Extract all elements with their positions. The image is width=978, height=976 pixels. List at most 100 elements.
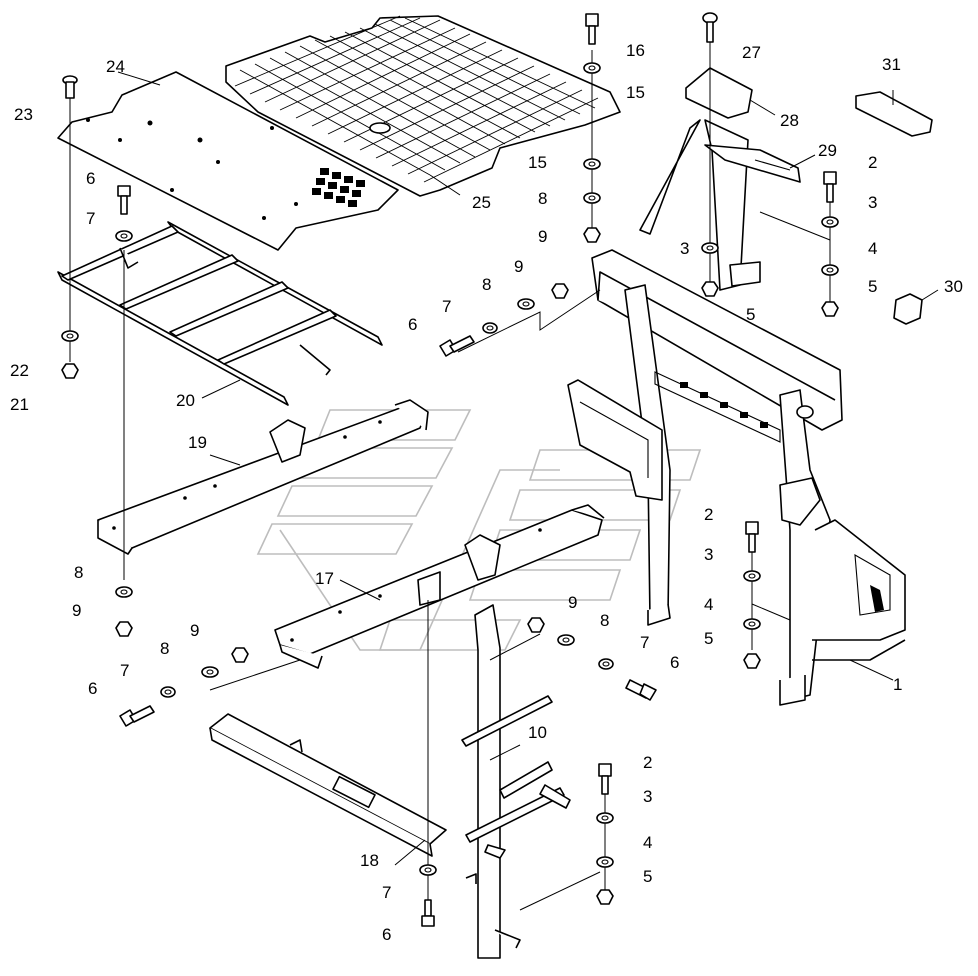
callout-8-mr: 8 bbox=[600, 611, 609, 630]
cross-member-17 bbox=[274, 504, 605, 669]
bolt-6-mr bbox=[625, 679, 657, 701]
washer-22 bbox=[61, 330, 79, 342]
callout-30: 30 bbox=[944, 277, 963, 296]
callout-8-mid: 8 bbox=[482, 275, 491, 294]
callout-8-left: 8 bbox=[74, 563, 83, 582]
nut-9-left bbox=[115, 621, 133, 637]
callout-27: 27 bbox=[742, 43, 761, 62]
ladder-post-10 bbox=[461, 604, 571, 959]
callout-2-top: 2 bbox=[868, 153, 877, 172]
washer-15-top bbox=[583, 62, 601, 74]
callout-5-cab: 5 bbox=[746, 305, 755, 324]
callout-labels: 1 2 2 2 3 3 3 3 4 4 4 5 5 5 5 6 6 6 6 6 … bbox=[10, 41, 963, 944]
callout-5-top: 5 bbox=[868, 277, 877, 296]
washer-7-bot bbox=[419, 864, 437, 876]
callout-17: 17 bbox=[315, 569, 334, 588]
bar-31 bbox=[855, 91, 933, 137]
callout-6-bot: 6 bbox=[382, 925, 391, 944]
cross-member-19 bbox=[97, 399, 429, 555]
washer-7-mid bbox=[482, 322, 498, 334]
washer-3-bot bbox=[596, 812, 614, 824]
bolt-6-low bbox=[119, 705, 155, 727]
callout-25: 25 bbox=[472, 193, 491, 212]
callout-2-mid: 2 bbox=[704, 505, 713, 524]
bolt-16 bbox=[585, 13, 599, 45]
callout-28: 28 bbox=[780, 111, 799, 130]
nut-9-top bbox=[583, 227, 601, 243]
washer-7-mr bbox=[598, 658, 614, 670]
washer-3-mid bbox=[743, 570, 761, 582]
washer-15-mid bbox=[583, 158, 601, 170]
callout-22: 22 bbox=[10, 361, 29, 380]
washer-4-bot bbox=[596, 856, 614, 868]
washer-7-top bbox=[115, 230, 133, 242]
callout-7-mid: 7 bbox=[442, 297, 451, 316]
grating-25 bbox=[225, 15, 621, 197]
callout-9-low: 9 bbox=[190, 621, 199, 640]
callout-4-top: 4 bbox=[868, 239, 877, 258]
block-28 bbox=[685, 67, 753, 119]
side-bracket bbox=[567, 379, 663, 501]
callout-3-bot: 3 bbox=[643, 787, 652, 806]
callout-8-low: 8 bbox=[160, 639, 169, 658]
callout-7-top: 7 bbox=[86, 209, 95, 228]
callout-2-bot: 2 bbox=[643, 753, 652, 772]
washer-4-mid bbox=[743, 618, 761, 630]
bolt-2-bot bbox=[598, 763, 612, 795]
callout-1: 1 bbox=[893, 675, 902, 694]
rear-handle bbox=[812, 519, 906, 661]
callout-20: 20 bbox=[176, 391, 195, 410]
ladder-frame-20 bbox=[57, 221, 383, 406]
callout-7-mr: 7 bbox=[640, 633, 649, 652]
callout-7-low: 7 bbox=[120, 661, 129, 680]
callout-9-top: 9 bbox=[538, 227, 547, 246]
bracket-18 bbox=[209, 713, 447, 857]
washer-8-left bbox=[115, 586, 133, 598]
callout-10: 10 bbox=[528, 723, 547, 742]
callout-18: 18 bbox=[360, 851, 379, 870]
callout-4-mid: 4 bbox=[704, 595, 713, 614]
bolt-6-mid bbox=[439, 335, 475, 357]
bolt-6-bot bbox=[421, 899, 435, 927]
callout-21: 21 bbox=[10, 395, 29, 414]
callout-7-bot: 7 bbox=[382, 883, 391, 902]
callout-9-mr: 9 bbox=[568, 593, 577, 612]
callout-15-top: 15 bbox=[626, 83, 645, 102]
callout-6-low: 6 bbox=[88, 679, 97, 698]
cab-frame-1 bbox=[591, 249, 843, 706]
washer-7-low bbox=[160, 686, 176, 698]
callout-6-top: 6 bbox=[86, 169, 95, 188]
bolt-23 bbox=[62, 75, 78, 99]
nut-5-mid bbox=[743, 653, 761, 669]
washer-4-top bbox=[821, 264, 839, 276]
callout-4-bot: 4 bbox=[643, 833, 652, 852]
callout-3-mid: 3 bbox=[704, 545, 713, 564]
bolt-27 bbox=[702, 12, 718, 43]
nut-5-bot bbox=[596, 889, 614, 905]
washer-8-mid bbox=[517, 298, 535, 310]
washer-8-mr bbox=[557, 634, 575, 646]
callout-23: 23 bbox=[14, 105, 33, 124]
washer-3-top bbox=[821, 216, 839, 228]
callout-5-bot: 5 bbox=[643, 867, 652, 886]
washer-3-cab bbox=[701, 242, 719, 254]
callout-3-cab: 3 bbox=[680, 239, 689, 258]
fasteners bbox=[61, 12, 839, 927]
callout-19: 19 bbox=[188, 433, 207, 452]
callout-9-left: 9 bbox=[72, 601, 81, 620]
mirror-bracket-29 bbox=[639, 119, 801, 291]
callout-16: 16 bbox=[626, 41, 645, 60]
cap-30 bbox=[893, 293, 923, 325]
nut-9-mid bbox=[551, 283, 569, 299]
callout-5-mid: 5 bbox=[704, 629, 713, 648]
callout-8-top: 8 bbox=[538, 189, 547, 208]
callout-9-mid: 9 bbox=[514, 257, 523, 276]
bolt-2-top bbox=[823, 171, 837, 203]
callout-6-mid: 6 bbox=[408, 315, 417, 334]
bolt-6-top bbox=[117, 185, 131, 215]
nut-5-cab bbox=[701, 281, 719, 297]
nut-9-low bbox=[231, 647, 249, 663]
floor-plate-24 bbox=[57, 71, 399, 251]
